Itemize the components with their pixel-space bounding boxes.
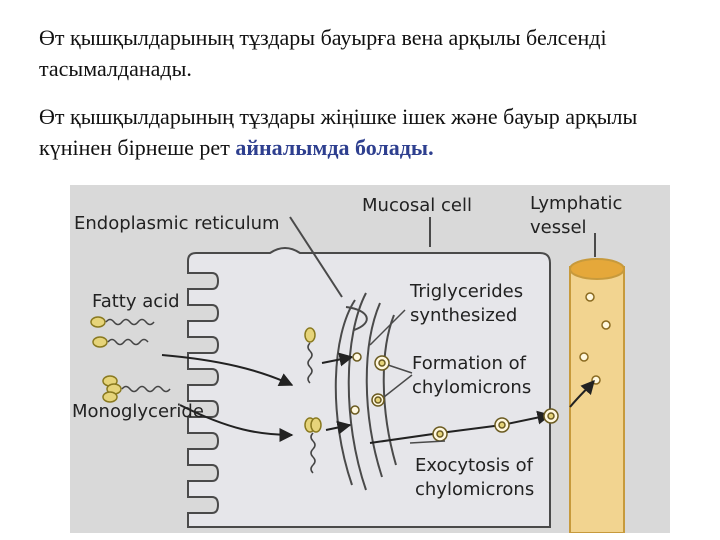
label-formation-2: chylomicrons xyxy=(412,377,531,398)
label-triglycerides-2: synthesized xyxy=(410,305,517,326)
paragraph-1: Өт қышқылдарының тұздары бауырға вена ар… xyxy=(39,22,699,84)
exocytosis-callout xyxy=(409,440,446,444)
lymphatic-vessel xyxy=(569,258,625,533)
monoglyceride-entry-arrow xyxy=(179,404,294,442)
paragraph-1-text: Өт қышқылдарының тұздары бауырға вена ар… xyxy=(39,25,607,81)
fatty-acid-molecule xyxy=(90,316,155,348)
internal-molecules xyxy=(304,327,322,433)
formation-callout-2 xyxy=(383,374,413,398)
label-exocytosis-1: Exocytosis of xyxy=(415,455,534,476)
triglycerides-callout xyxy=(369,309,406,346)
chylomicrons-er xyxy=(350,352,390,415)
exocytosis-arrow xyxy=(369,410,552,444)
mucosal-cell xyxy=(187,247,551,528)
label-monoglyceride: Monoglyceride xyxy=(72,401,204,422)
label-mucosal-cell: Mucosal cell xyxy=(362,195,472,216)
label-formation-1: Formation of xyxy=(412,353,527,374)
label-fatty-acid: Fatty acid xyxy=(92,291,180,312)
exocytosis-chylomicrons xyxy=(432,408,559,442)
paragraph-2: Өт қышқылдарының тұздары жіңішке ішек жә… xyxy=(39,101,699,163)
paragraph-2-text: Өт қышқылдарының тұздары жіңішке ішек жә… xyxy=(39,104,638,160)
er-arrow-2 xyxy=(325,420,352,435)
er-leader-line xyxy=(289,216,343,298)
formation-callout-1 xyxy=(387,364,413,374)
chylomicron-diagram: Endoplasmic reticulum Mucosal cell Lymph… xyxy=(70,185,670,533)
label-lymphatic-1: Lymphatic xyxy=(530,193,622,214)
label-exocytosis-2: chylomicrons xyxy=(415,479,534,500)
label-triglycerides-1: Triglycerides xyxy=(409,281,523,302)
er-arrow-1 xyxy=(321,352,354,367)
paragraph-2-highlight: айналымда болады. xyxy=(235,135,434,160)
monoglyceride-molecule xyxy=(102,375,171,403)
internal-tails xyxy=(307,342,316,474)
label-endoplasmic-reticulum: Endoplasmic reticulum xyxy=(74,213,280,234)
label-lymphatic-2: vessel xyxy=(530,217,587,238)
fatty-acid-entry-arrow xyxy=(161,354,294,386)
vessel-entry-arrow xyxy=(569,379,595,408)
endoplasmic-reticulum xyxy=(334,292,397,491)
